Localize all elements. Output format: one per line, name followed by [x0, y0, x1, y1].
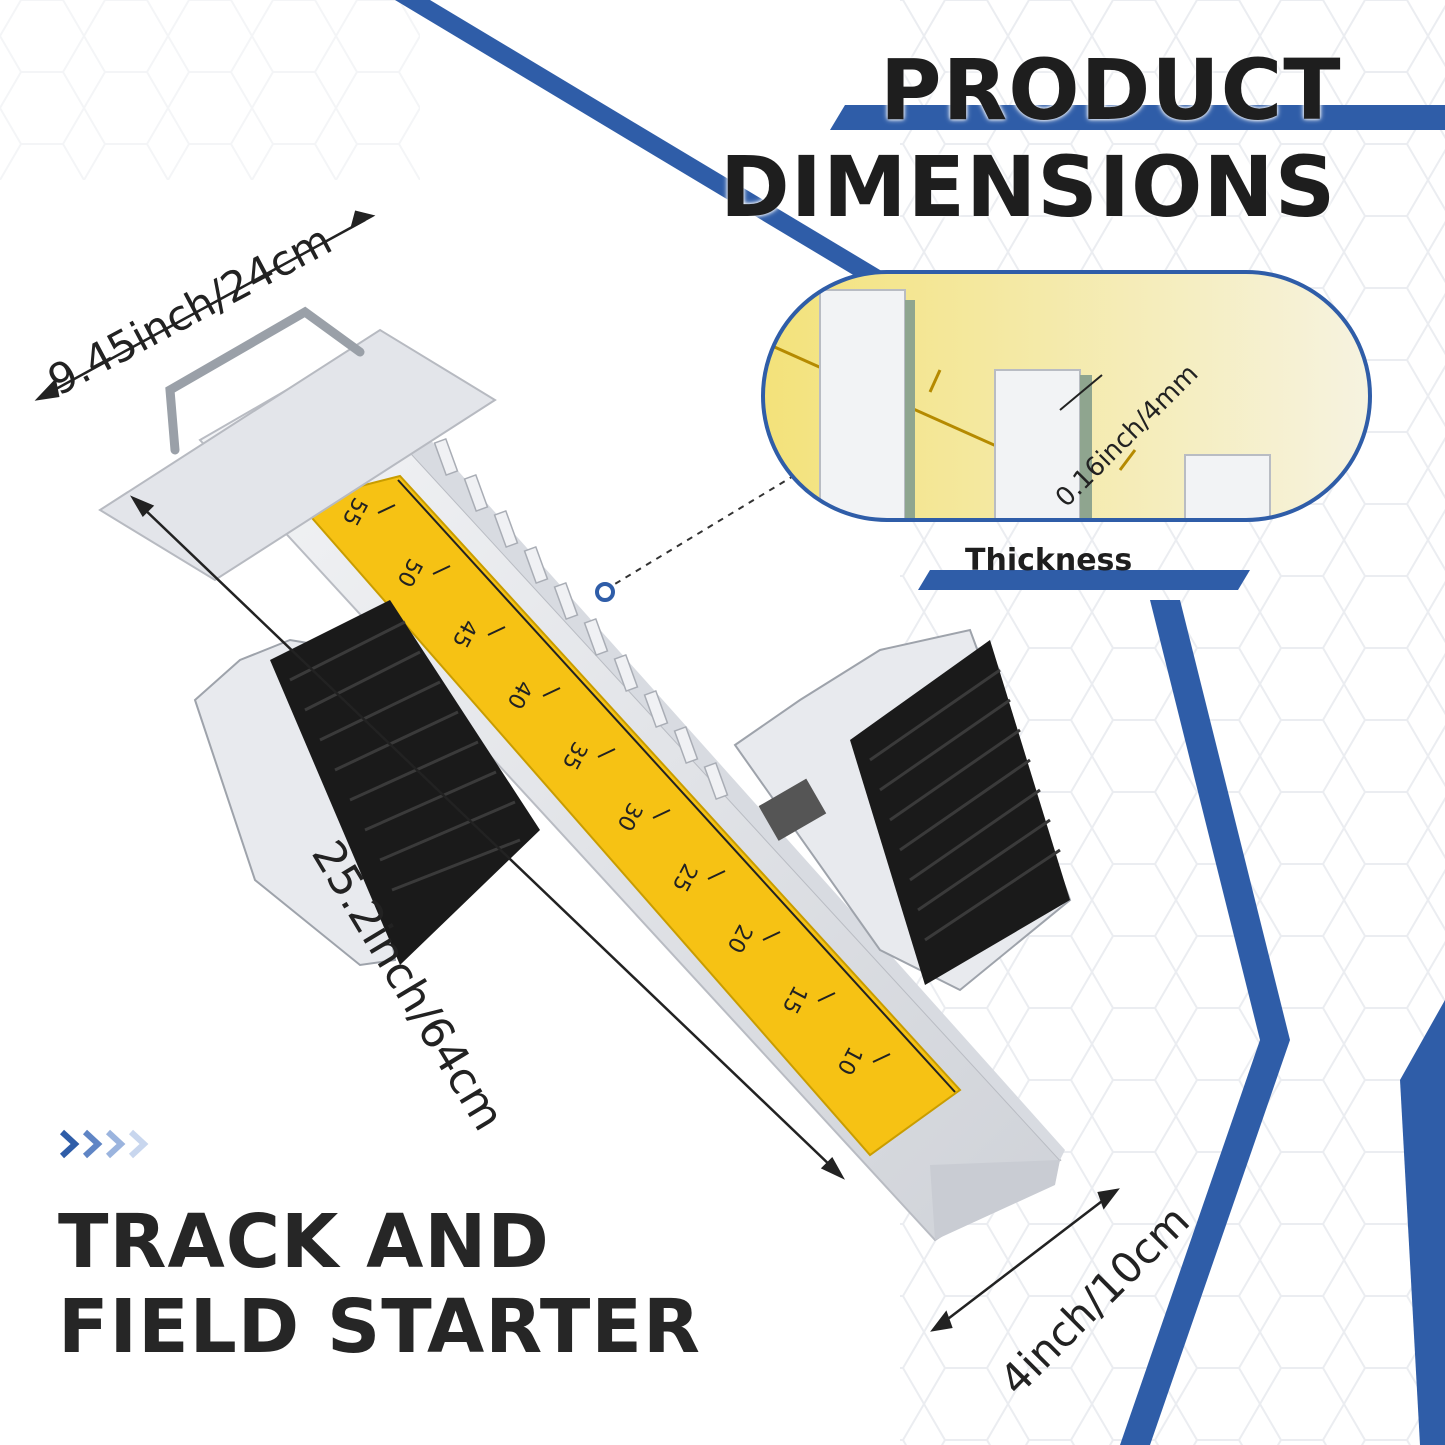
- thickness-zoom-detail: [761, 270, 1372, 522]
- product-name-line2: FIELD STARTER: [58, 1284, 701, 1370]
- zoom-plate-mid: [994, 369, 1081, 520]
- thickness-label: Thickness: [965, 543, 1133, 578]
- right-foot-pedal: [733, 628, 1072, 992]
- ruler-strip: [296, 474, 962, 1157]
- blue-stripe-edge: [1400, 1000, 1445, 1445]
- length-arrow: [139, 504, 836, 1171]
- triple-chevron-right-icon: [59, 1129, 149, 1159]
- blue-stripe-lower: [1120, 1040, 1290, 1445]
- zoom-anchor-dot: [595, 582, 615, 602]
- left-foot-pedal: [193, 600, 540, 967]
- thickness-bar-blue: [918, 570, 1250, 590]
- left-foot-pad: [270, 600, 540, 965]
- product-name-line1: TRACK AND: [58, 1199, 550, 1285]
- starter-block-rail: [98, 306, 1065, 1242]
- depth-arrow: [939, 1194, 1111, 1326]
- zoom-leader-line: [604, 474, 796, 591]
- page-title-line1: PRODUCT: [880, 41, 1342, 139]
- ruler-ticks: [377, 479, 956, 1093]
- dimension-arrows: [34, 210, 1120, 1332]
- blue-stripe-right: [1150, 600, 1290, 1040]
- zoom-plate-right: [1184, 454, 1271, 520]
- blue-stripe-top: [395, 0, 930, 300]
- page-title-line2: DIMENSIONS: [720, 138, 1337, 236]
- title-bar-blue: [830, 105, 1445, 130]
- zoom-plate-left: [819, 289, 906, 520]
- right-foot-pad: [850, 640, 1070, 985]
- rail-teeth: [433, 438, 729, 800]
- width-arrow: [44, 218, 366, 397]
